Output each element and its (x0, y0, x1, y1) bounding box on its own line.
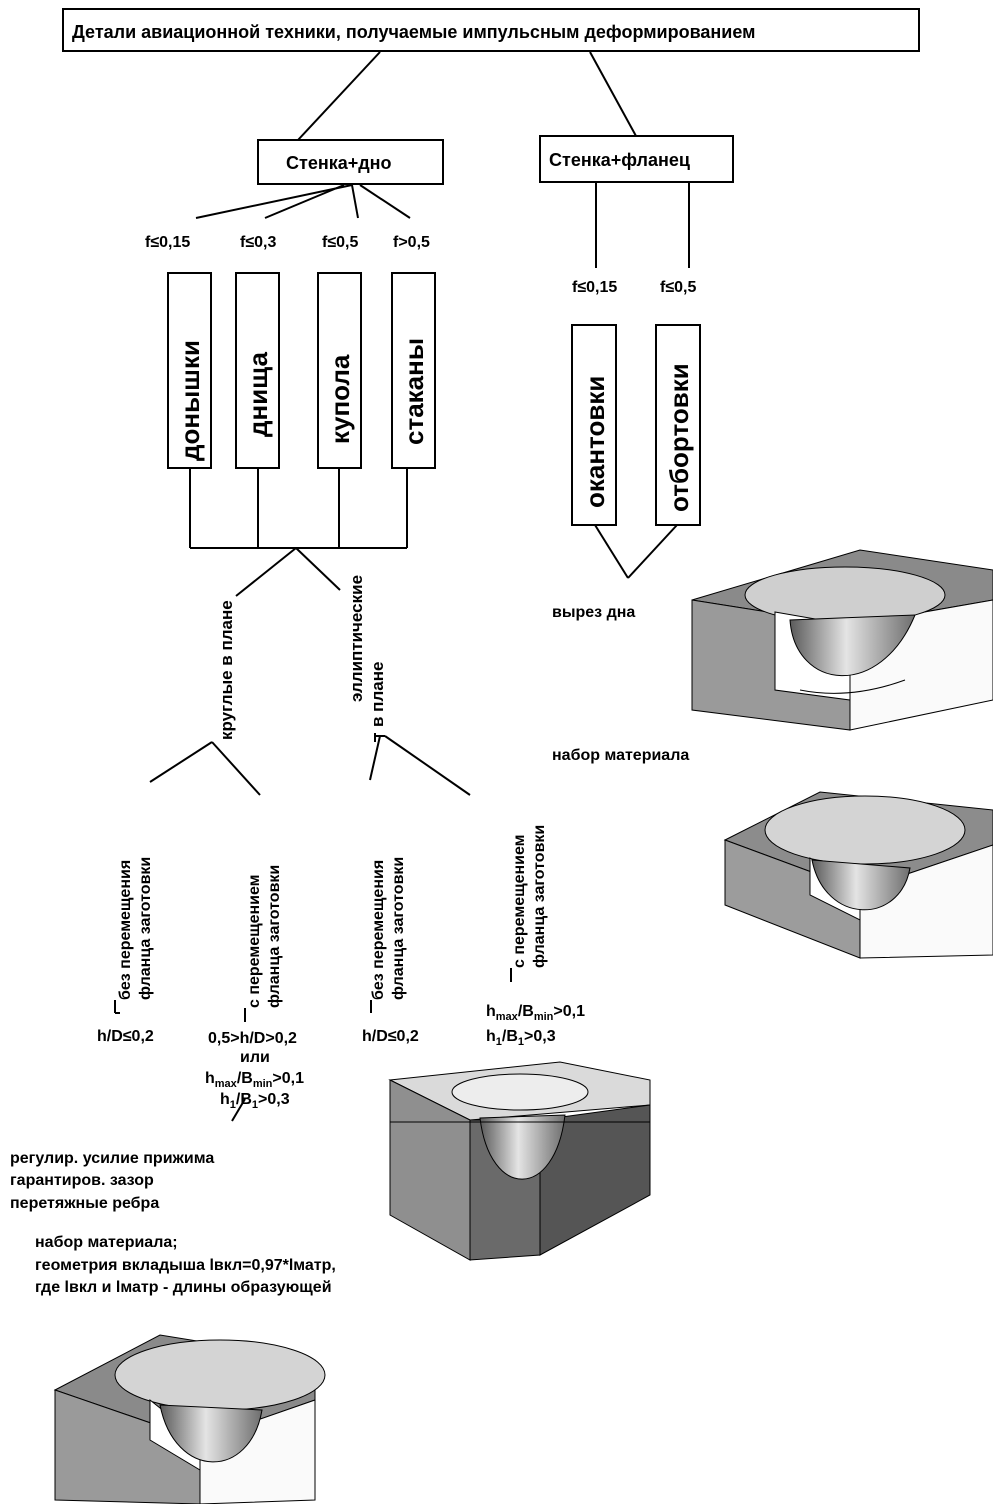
ratio-label: f>0,5 (393, 234, 430, 251)
title-box (62, 8, 920, 52)
condition-label: без перемещения (117, 860, 134, 1000)
connector (384, 735, 471, 796)
branch-box-wall-bottom (257, 139, 444, 185)
die-illustration-material-right (723, 791, 993, 959)
connector (594, 524, 629, 579)
connector (369, 735, 381, 781)
part-label: днища (243, 352, 273, 437)
shape-label-elliptic: эллиптические (347, 575, 366, 702)
criterion-hmax-ell: hmax/Bmin>0,1 (486, 1003, 585, 1023)
method-label: вырез дна (552, 604, 635, 621)
criterion-text: 0,5>h/D>0,2 (208, 1030, 297, 1047)
condition-label: фланца заготовки (266, 865, 283, 1008)
connector (297, 51, 381, 141)
part-box (655, 324, 701, 526)
part-label: донышки (175, 340, 205, 461)
part-box (317, 272, 362, 469)
ratio-label: f≤0,5 (322, 234, 358, 251)
connector (264, 184, 345, 219)
note-clamp-3: перетяжные ребра (10, 1195, 159, 1212)
title-text: Детали авиационной техники, получаемые и… (72, 22, 755, 42)
condition-label: фланца заготовки (137, 857, 154, 1000)
die-illustration-material-left (53, 1334, 326, 1504)
connector (351, 184, 359, 219)
note-material-3: где lвкл и lматр - длины образующей (35, 1279, 332, 1296)
criterion-h1: h1/B1>0,3 (220, 1091, 290, 1111)
criterion-h1-ell: h1/B1>0,3 (486, 1028, 556, 1048)
connector (589, 51, 637, 137)
note-clamp-1: регулир. усилие прижима (10, 1150, 214, 1167)
ratio-label: f≤0,15 (145, 234, 190, 251)
branch-label-wall-bottom: Стенка+дно (286, 153, 392, 173)
connector (231, 1098, 246, 1122)
condition-label: с перемещением (246, 874, 263, 1008)
part-box (571, 324, 617, 526)
method-label: набор материала (552, 747, 689, 764)
part-box (391, 272, 436, 469)
condition-label: фланца заготовки (390, 857, 407, 1000)
connector (627, 524, 678, 579)
shape-label-round: круглые в плане (217, 600, 236, 740)
condition-label: без перемещения (370, 860, 387, 1000)
condition-label: с перемещением (511, 834, 528, 968)
connector (295, 547, 341, 591)
criterion-text: h/D≤0,2 (362, 1028, 419, 1045)
part-label: стаканы (399, 338, 429, 445)
branch-label-wall-flange: Стенка+фланец (549, 150, 690, 170)
connector (235, 547, 297, 597)
note-material-1: набор материала; (35, 1234, 178, 1251)
note-material-2: геометрия вкладыша lвкл=0,97*lматр, (35, 1257, 336, 1274)
branch-box-wall-flange (539, 135, 734, 183)
criterion-text: или (240, 1049, 270, 1066)
criterion-hmax: hmax/Bmin>0,1 (205, 1070, 304, 1090)
shape-label-elliptic-2: в плане (368, 662, 387, 727)
condition-label: фланца заготовки (531, 825, 548, 968)
ratio-label: f≤0,15 (572, 279, 617, 296)
connector (149, 741, 213, 783)
connector (359, 184, 411, 219)
connector (211, 741, 261, 796)
note-clamp-2: гарантиров. зазор (10, 1172, 154, 1189)
part-label: окантовки (580, 376, 610, 508)
criterion-text: h/D≤0,2 (97, 1028, 154, 1045)
connector (195, 184, 353, 219)
ratio-label: f≤0,5 (660, 279, 696, 296)
die-illustration-bottom-cut (691, 549, 993, 731)
ratio-label: f≤0,3 (240, 234, 276, 251)
part-label: купола (325, 354, 355, 444)
part-label: отбортовки (664, 363, 694, 512)
die-illustration-flange-move (388, 1061, 651, 1261)
